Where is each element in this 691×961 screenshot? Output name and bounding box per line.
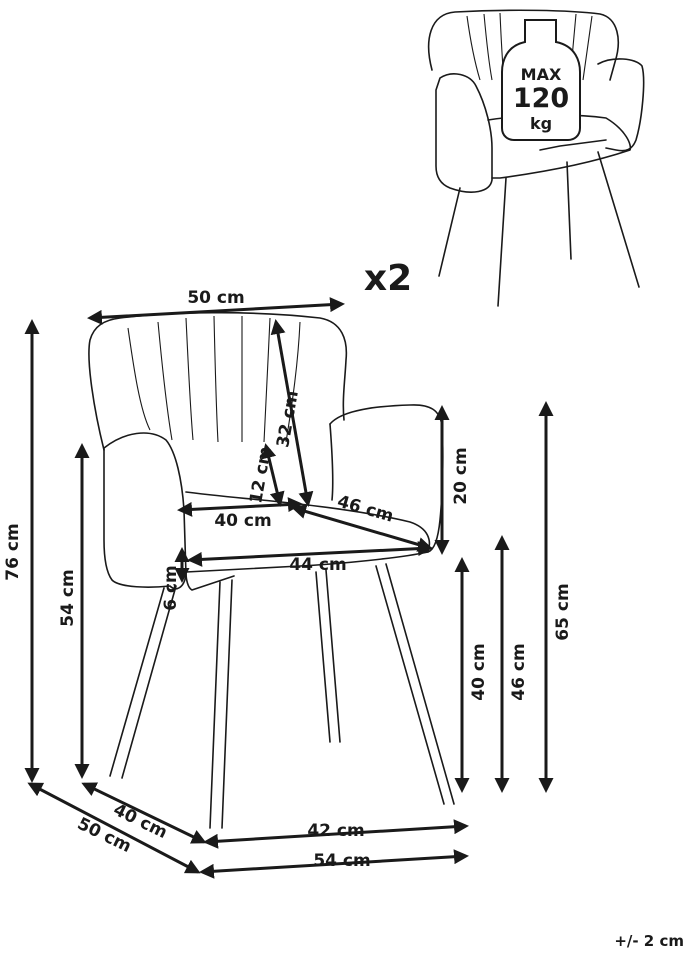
main-chair-drawing [88, 311, 455, 829]
label-base-width-outer: 54 cm [313, 851, 370, 871]
arrow-width-top [87, 297, 345, 325]
reference-chair-drawing [427, 9, 645, 307]
label-seat-height-46: 46 cm [509, 643, 529, 700]
label-armrest-height: 20 cm [451, 447, 471, 504]
label-total-height: 76 cm [3, 523, 23, 580]
label-back-lower: 12 cm [246, 445, 276, 505]
quantity-multiplier: x2 [364, 258, 412, 299]
arrow-seat-inner-width [177, 497, 303, 517]
weight-max-label: MAX [521, 65, 562, 84]
label-arm-height: 65 cm [553, 583, 573, 640]
arrow-base-depth-outer [27, 782, 201, 874]
label-seat-width: 44 cm [289, 555, 346, 575]
arrow-seat-width [187, 541, 433, 567]
dimension-arrows [24, 297, 554, 879]
tolerance-note: +/- 2 cm [614, 932, 684, 950]
label-seat-height-40: 40 cm [469, 643, 489, 700]
arrow-base-width-inner [203, 819, 469, 849]
weight-value: 120 [513, 83, 569, 114]
arrow-back-lower [261, 443, 285, 507]
weight-capacity-icon: MAX 120 kg [501, 19, 581, 141]
dimension-labels: 50 cm 32 cm 12 cm 20 cm 46 cm 40 cm 44 c… [3, 288, 573, 871]
arrow-back-height [270, 319, 314, 507]
label-base-width-inner: 42 cm [307, 821, 364, 841]
label-back-height: 32 cm [273, 389, 303, 449]
label-arm-front-height: 54 cm [58, 569, 78, 626]
label-seat-thickness: 6 cm [161, 565, 181, 611]
label-seat-inner-width: 40 cm [214, 511, 271, 531]
arrow-base-width-outer [199, 849, 469, 879]
weight-unit: kg [530, 114, 552, 133]
label-width-top: 50 cm [187, 288, 244, 308]
